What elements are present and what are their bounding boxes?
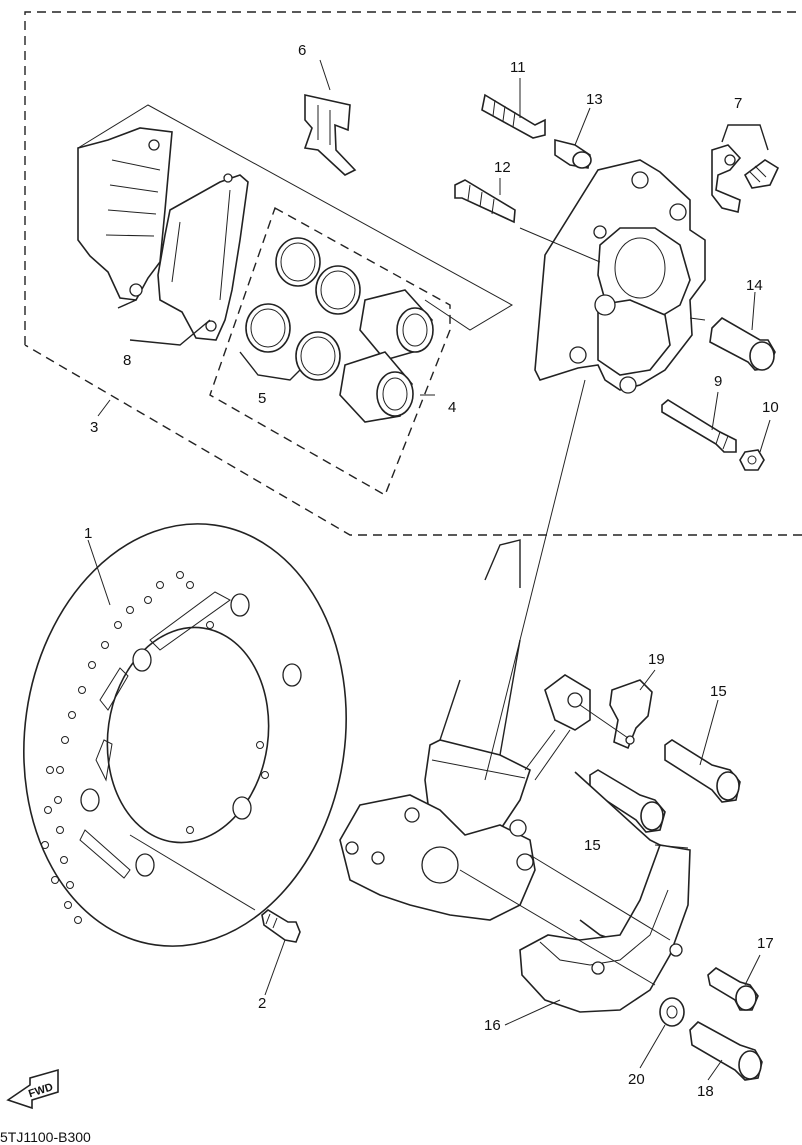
caliper-bolt-14 — [709, 316, 776, 371]
bleed-plug — [554, 138, 592, 169]
piston-seals — [245, 237, 361, 381]
leader-line-1 — [87, 539, 111, 606]
leader-line-2 — [264, 939, 286, 996]
callout-bracket-7 — [721, 124, 769, 151]
disc-bolt — [261, 909, 301, 943]
pad-spring-clip — [303, 94, 357, 176]
caliper-pistons — [339, 289, 434, 423]
callout-15-upper: 15 — [710, 683, 727, 700]
bolt-18 — [689, 1021, 763, 1081]
brake-pad-front — [77, 127, 173, 301]
pad-pin-lower — [454, 179, 516, 224]
washer-20 — [659, 997, 685, 1027]
callout-9: 9 — [714, 373, 722, 390]
pad-pin-upper — [481, 93, 546, 139]
callout-15-lower: 15 — [584, 837, 601, 854]
caliper-bolt-9 — [661, 399, 737, 453]
callout-12: 12 — [494, 159, 511, 176]
callout-1: 1 — [84, 525, 92, 542]
callout-17: 17 — [757, 935, 774, 952]
caliper-nut-10 — [739, 449, 765, 471]
pad-plate-outline — [77, 104, 514, 331]
seal-kit-boundary — [209, 206, 451, 497]
callout-6: 6 — [298, 42, 306, 59]
callout-16: 16 — [484, 1017, 501, 1034]
leader-lines-guard — [459, 854, 671, 1026]
callout-bracket-8 — [117, 299, 211, 346]
drawing-code: 5TJ1100-B300 — [0, 1129, 91, 1145]
leader-lines-caliper — [97, 59, 771, 453]
leader-line-fork-caliper — [484, 379, 586, 781]
callout-8: 8 — [123, 352, 131, 369]
callout-7: 7 — [734, 95, 742, 112]
callout-19: 19 — [648, 651, 665, 668]
callout-3: 3 — [90, 419, 98, 436]
brake-disc — [23, 523, 347, 947]
forward-arrow-icon: FWD — [6, 1068, 59, 1110]
callout-4: 4 — [448, 399, 456, 416]
brake-caliper — [534, 159, 706, 394]
callout-13: 13 — [586, 91, 603, 108]
disc-guard — [519, 771, 691, 1013]
callout-10: 10 — [762, 399, 779, 416]
callout-14: 14 — [746, 277, 763, 294]
callout-2: 2 — [258, 995, 266, 1012]
bolt-15-upper — [664, 739, 741, 803]
front-fork — [339, 539, 591, 921]
brake-pad-rear — [157, 173, 249, 341]
bolt-15-lower — [589, 769, 666, 833]
callout-bracket-5 — [239, 351, 301, 381]
callout-5: 5 — [258, 390, 266, 407]
callout-18: 18 — [697, 1083, 714, 1100]
leader-lines-17-18-20 — [639, 954, 761, 1081]
callout-20: 20 — [628, 1071, 645, 1088]
bolt-17 — [707, 967, 759, 1011]
bleed-screw — [711, 144, 780, 213]
hose-guide — [609, 679, 653, 750]
leader-line-disc-bolt — [129, 834, 256, 911]
caliper-assembly-boundary — [24, 11, 802, 536]
leader-line-19 — [579, 669, 656, 739]
callout-11: 11 — [510, 59, 526, 76]
